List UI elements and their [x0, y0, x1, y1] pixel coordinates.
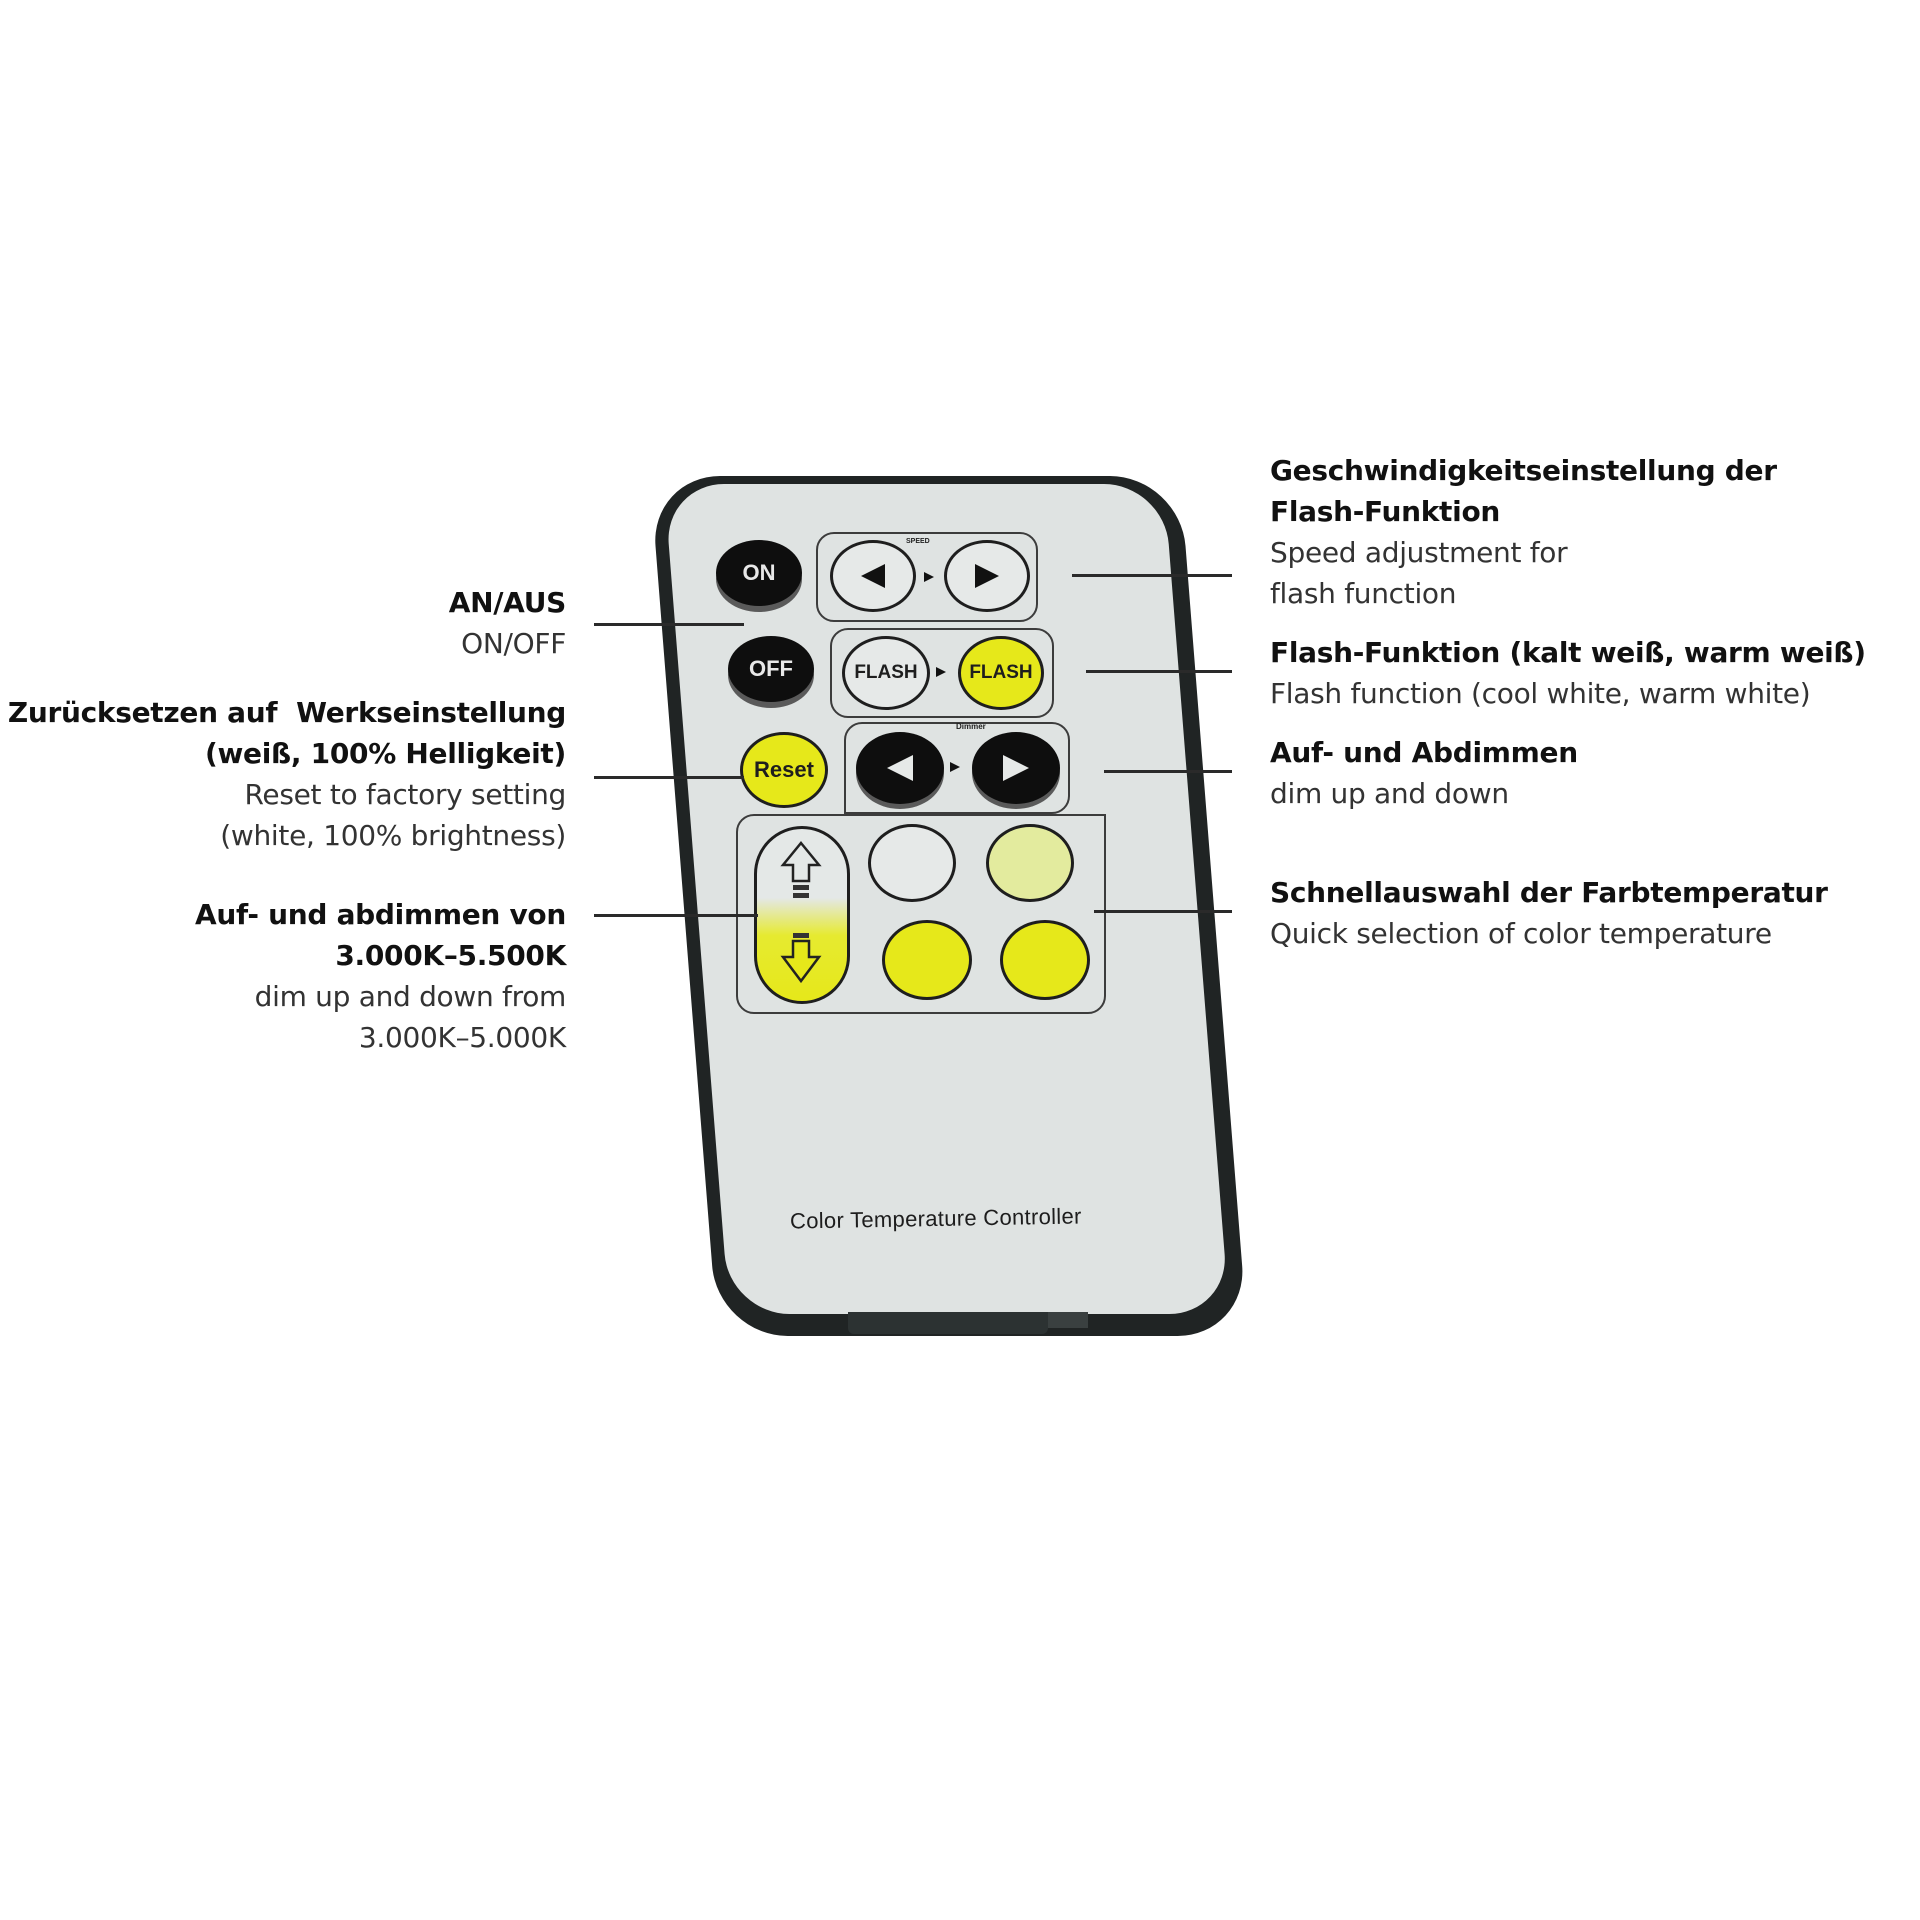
right-triangle-icon: [1003, 755, 1029, 781]
callout-de: Auf- und abdimmen von: [194, 898, 566, 931]
flash-arrow-icon: [936, 667, 946, 677]
leader-rocker: [594, 914, 758, 917]
dimmer-label: Dimmer: [956, 722, 986, 731]
preset-warm-white-button[interactable]: [882, 920, 972, 1000]
callout-speed: Geschwindigkeitseinstellung der Flash-Fu…: [1270, 450, 1777, 614]
callout-de-2: 3.000K–5.500K: [335, 939, 566, 972]
on-button-label: ON: [742, 560, 776, 585]
callout-de: Zurücksetzen auf Werkseinstellung: [7, 696, 566, 729]
dim-down-button[interactable]: [856, 732, 944, 804]
left-triangle-icon: [887, 755, 913, 781]
speed-down-button[interactable]: [830, 540, 916, 612]
leader-reset: [594, 776, 744, 779]
preset-neutral-white-button[interactable]: [986, 824, 1074, 902]
callout-dimmer: Auf- und Abdimmen dim up and down: [1270, 732, 1578, 814]
right-triangle-icon: [975, 564, 999, 588]
callout-flash: Flash-Funktion (kalt weiß, warm weiß) Fl…: [1270, 632, 1866, 714]
callout-presets: Schnellauswahl der Farbtemperatur Quick …: [1270, 872, 1828, 954]
battery-tab[interactable]: [848, 1312, 1048, 1334]
callout-de: Geschwindigkeitseinstellung der: [1270, 454, 1777, 487]
dimmer-group: [844, 722, 1070, 814]
callout-en: Reset to factory setting: [244, 778, 567, 811]
flash-warm-white-button[interactable]: FLASH: [958, 636, 1044, 710]
leader-dimmer: [1104, 770, 1232, 773]
product-name: Color Temperature Controller: [789, 1203, 1082, 1234]
leader-flash: [1086, 670, 1232, 673]
callout-de-2: (weiß, 100% Helligkeit): [204, 737, 566, 770]
flash-group: [830, 628, 1054, 718]
left-triangle-icon: [861, 564, 885, 588]
callout-de: Schnellauswahl der Farbtemperatur: [1270, 876, 1828, 909]
off-button-label: OFF: [749, 656, 793, 681]
preset-warmest-white-button[interactable]: [1000, 920, 1090, 1000]
callout-en: ON/OFF: [461, 627, 566, 660]
up-down-arrows-icon: [780, 841, 822, 984]
off-button[interactable]: OFF: [728, 636, 814, 702]
reset-button-label: Reset: [754, 757, 814, 782]
callout-en: dim up and down: [1270, 777, 1509, 810]
callout-en: Quick selection of color temperature: [1270, 917, 1772, 950]
reset-button[interactable]: Reset: [740, 732, 828, 808]
dim-up-button[interactable]: [972, 732, 1060, 804]
dimmer-arrow-icon: [950, 762, 960, 772]
flash-cool-label: FLASH: [854, 662, 918, 683]
speed-up-button[interactable]: [944, 540, 1030, 612]
callout-de: Auf- und Abdimmen: [1270, 736, 1578, 769]
color-temperature-rocker[interactable]: [754, 826, 850, 1004]
on-button[interactable]: ON: [716, 540, 802, 606]
callout-en-2: flash function: [1270, 577, 1457, 610]
flash-warm-label: FLASH: [969, 662, 1033, 683]
flash-cool-white-button[interactable]: FLASH: [842, 636, 930, 710]
callout-reset: Zurücksetzen auf Werkseinstellung (weiß,…: [8, 692, 566, 856]
callout-en-2: 3.000K–5.000K: [358, 1021, 566, 1054]
leader-presets: [1094, 910, 1232, 913]
preset-cool-white-button[interactable]: [868, 824, 956, 902]
callout-color-temp-dimming: Auf- und abdimmen von 3.000K–5.500K dim …: [195, 894, 566, 1058]
callout-en: dim up and down from: [254, 980, 567, 1013]
callout-de: Flash-Funktion (kalt weiß, warm weiß): [1270, 636, 1866, 669]
speed-label: SPEED: [906, 538, 930, 545]
callout-de-2: Flash-Funktion: [1270, 495, 1501, 528]
speed-arrow-icon: [924, 572, 934, 582]
callout-on-off: AN/AUS ON/OFF: [448, 582, 567, 664]
callout-en-2: (white, 100% brightness): [220, 819, 566, 852]
speed-group: [816, 532, 1038, 622]
callout-en: Flash function (cool white, warm white): [1270, 677, 1811, 710]
battery-notch: [1048, 1312, 1088, 1328]
callout-de: AN/AUS: [448, 586, 567, 619]
leader-on-off: [594, 623, 744, 626]
callout-en: Speed adjustment for: [1270, 536, 1568, 569]
leader-speed: [1072, 574, 1232, 577]
